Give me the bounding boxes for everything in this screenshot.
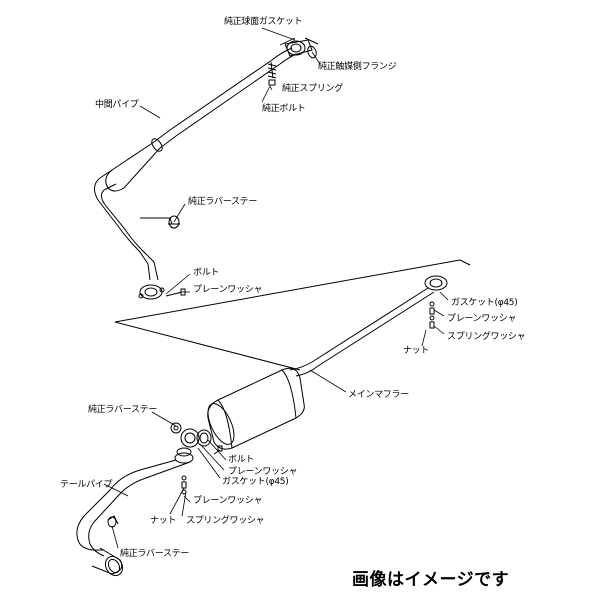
separator-line [114, 259, 461, 323]
label-junsei-bolt: 純正ボルト [262, 104, 306, 114]
label-gasket-45-2: ガスケット(φ45) [222, 477, 289, 487]
label-junsei-shokubai-flange: 純正触媒側フランジ [318, 62, 397, 72]
leader-lines [103, 27, 449, 549]
spring-and-bolt-upper [267, 61, 277, 86]
label-bolt-2: ボルト [228, 455, 255, 465]
label-bolt-1: ボルト [193, 268, 220, 278]
label-nut-1: ナット [403, 346, 430, 356]
label-plain-washer-3: プレーンワッシャ [228, 467, 298, 477]
label-plain-washer-4: プレーンワッシャ [193, 496, 263, 506]
label-nut-2: ナット [150, 516, 177, 526]
label-gasket-45-1: ガスケット(φ45) [451, 298, 518, 308]
label-junsei-rubber-stay-1: 純正ラバーステー [188, 197, 258, 207]
label-junsei-rubber-stay-3: 純正ラバーステー [120, 549, 190, 559]
label-spring-washer-1: スプリングワッシャ [447, 332, 526, 342]
label-plain-washer-2: プレーンワッシャ [447, 314, 517, 324]
main-muffler-body [207, 367, 305, 450]
rubber-stay-1 [140, 215, 180, 229]
image-disclaimer-caption: 画像はイメージです [352, 570, 510, 590]
main-muffler-pipe [289, 275, 448, 377]
label-tail-pipe: テールパイプ [60, 480, 113, 490]
rear-flange-gaskets [170, 422, 212, 457]
middle-pipe [94, 47, 297, 281]
label-plain-washer-1: プレーンワッシャ [193, 285, 263, 295]
label-spring-washer-2: スプリングワッシャ [186, 516, 265, 526]
front-hardware [429, 301, 435, 329]
label-junsei-kyumen-gasket: 純正球面ガスケット [224, 17, 303, 27]
label-chukan-pipe: 中間パイプ [95, 100, 139, 110]
upper-flange-and-gasket [284, 37, 319, 59]
label-junsei-rubber-stay-2: 純正ラバーステー [88, 405, 158, 415]
middle-pipe-lower-flange [138, 284, 165, 300]
bolt-washer-left [165, 288, 186, 297]
label-main-muffler: メインマフラー [348, 390, 409, 400]
label-junsei-spring: 純正スプリング [282, 84, 343, 94]
